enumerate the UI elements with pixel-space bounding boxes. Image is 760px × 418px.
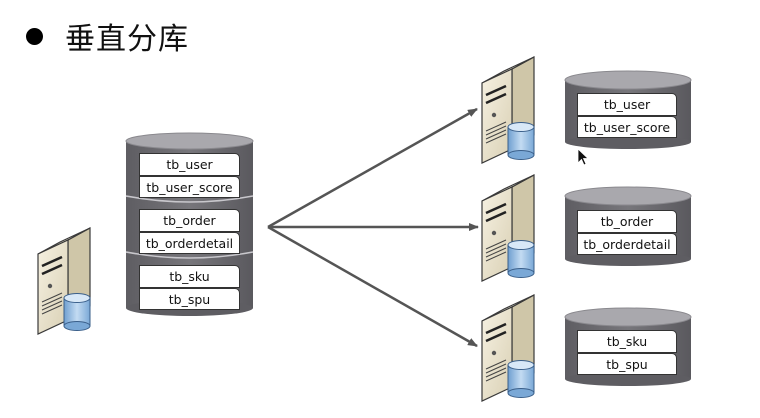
arrow-to-product-db xyxy=(267,225,478,348)
target-server-1-icon xyxy=(480,55,536,165)
slide-title: 垂直分库 xyxy=(26,14,189,58)
mouse-pointer-icon xyxy=(577,148,589,166)
source-table-label: tb_order xyxy=(139,209,240,232)
target-table-label: tb_order xyxy=(577,210,677,233)
source-table-label: tb_user_score xyxy=(139,176,240,198)
bullet-icon xyxy=(26,27,43,45)
source-table-label: tb_user xyxy=(139,153,240,176)
arrows xyxy=(267,107,479,348)
title-text: 垂直分库 xyxy=(65,22,189,57)
target-table-label: tb_user_score xyxy=(577,116,677,138)
target-table-label: tb_sku xyxy=(577,330,677,353)
source-server-icon xyxy=(36,226,92,336)
source-table-label: tb_spu xyxy=(139,288,240,310)
target-server-3-icon xyxy=(480,293,536,403)
source-table-label: tb_sku xyxy=(139,265,240,288)
target-table-label: tb_orderdetail xyxy=(577,233,677,255)
arrow-to-user-db xyxy=(267,107,478,229)
target-table-label: tb_spu xyxy=(577,353,677,375)
target-server-2-icon xyxy=(480,173,536,283)
source-table-label: tb_orderdetail xyxy=(139,232,240,254)
target-table-label: tb_user xyxy=(577,93,677,116)
